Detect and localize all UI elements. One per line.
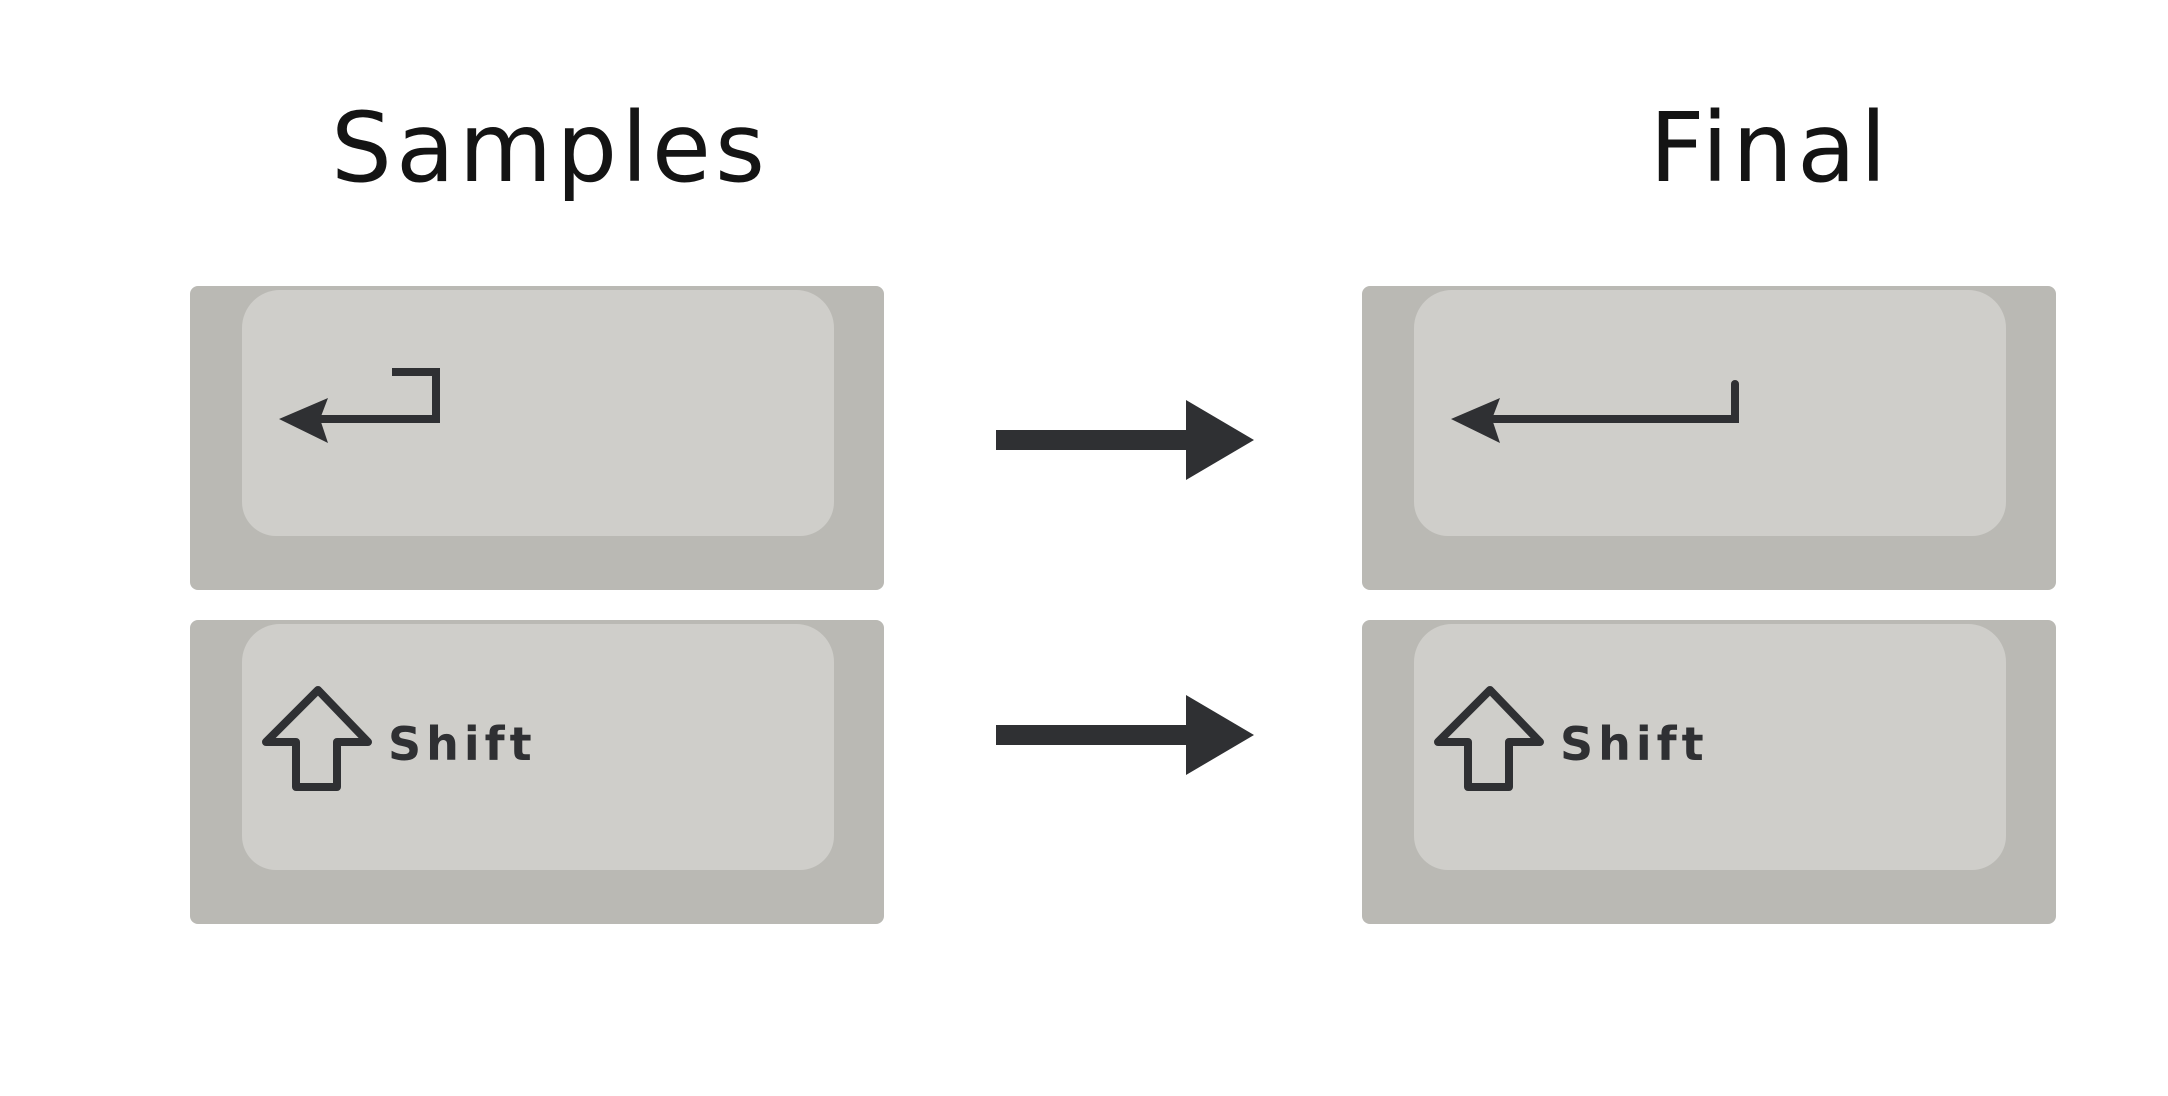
samples-heading: Samples [331, 92, 769, 204]
sample-shift-keycap: Shift [190, 620, 884, 924]
right-arrow-icon [996, 400, 1254, 480]
shift-label: Shift [1560, 717, 1709, 771]
shift-arrow-icon [262, 686, 372, 791]
keycap-top-surface [1414, 290, 2006, 536]
enter-icon [279, 368, 440, 443]
shift-arrow-icon [1434, 686, 1544, 791]
final-heading: Final [1649, 92, 1891, 204]
sample-enter-keycap [190, 286, 884, 590]
final-shift-keycap: Shift [1362, 620, 2056, 924]
keycap-top-surface [242, 290, 834, 536]
final-enter-keycap [1362, 286, 2056, 590]
right-arrow-icon [996, 695, 1254, 775]
enter-long-icon [1451, 380, 1739, 443]
shift-label: Shift [388, 717, 537, 771]
